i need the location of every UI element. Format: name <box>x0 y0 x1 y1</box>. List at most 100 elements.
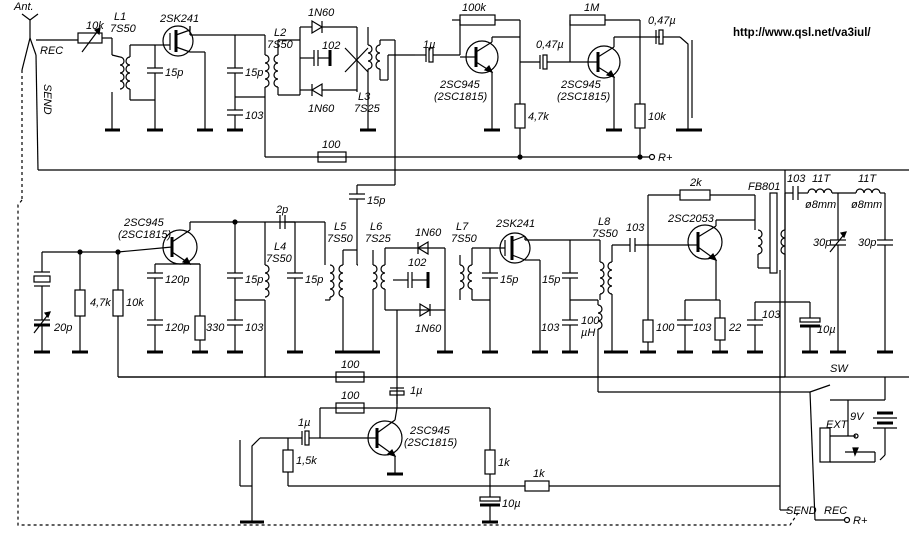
L5-coil-primary <box>329 264 335 298</box>
send-b-label: SEND <box>786 505 817 517</box>
L3-label: L3 <box>358 91 371 103</box>
R-plus-a-label: R+ <box>658 152 673 164</box>
antenna-symbol <box>21 13 39 38</box>
C-15p-f-label: 15p <box>500 274 518 286</box>
C-30p-b-label: 30p <box>858 237 876 249</box>
antenna-rec-label: REC <box>40 45 63 57</box>
C-103-d-label: 103 <box>245 322 264 334</box>
Q6-label: 2SC2053 <box>667 213 715 225</box>
L6-label: L6 <box>370 221 383 233</box>
antenna-label: Ant. <box>13 1 34 13</box>
antenna-switch <box>21 37 39 200</box>
L4-coil <box>264 264 270 298</box>
R-1M <box>569 14 606 26</box>
C-15p-d-label: 15p <box>245 274 263 286</box>
R-330 <box>194 315 206 341</box>
L5-label: L5 <box>334 221 347 233</box>
C-103-a-label: 103 <box>245 110 264 122</box>
R-1M-label: 1M <box>584 2 600 14</box>
Q1-label: 2SK241 <box>159 13 199 25</box>
V9-label: 9V <box>850 411 865 423</box>
audio-output-jack <box>679 36 689 118</box>
Q1-transistor <box>162 25 194 57</box>
R-100-a <box>317 151 347 163</box>
L7-coil-secondary <box>467 264 473 290</box>
L7-label: L7 <box>456 221 469 233</box>
Q3-alt-label: (2SC1815) <box>557 91 611 103</box>
R-1k5-label: 1,5k <box>296 455 317 467</box>
C-103-c-label: 103 <box>787 173 806 185</box>
L2-label: L2 <box>274 27 286 39</box>
C-15p-a-label: 15p <box>165 67 183 79</box>
R-1k-a-label: 1k <box>498 457 510 469</box>
Q3-label: 2SC945 <box>560 79 602 91</box>
D4-diode <box>419 302 432 318</box>
R-330-label: 330 <box>206 322 225 334</box>
Q4-alt-label: (2SC1815) <box>118 229 172 241</box>
C-103-e-label: 103 <box>541 322 560 334</box>
C-120p-b-label: 120p <box>165 322 189 334</box>
Q2-label: 2SC945 <box>439 79 481 91</box>
R-100-d-label: 100 <box>341 390 360 402</box>
R-plus-b-label: R+ <box>853 515 868 527</box>
L3-coil-secondary <box>375 44 381 70</box>
antenna-send-label: SEND <box>41 84 53 115</box>
FB801-coil-a <box>757 229 763 255</box>
d8mm-b-label: ø8mm <box>851 199 882 211</box>
L8-coil-secondary <box>607 261 613 295</box>
D2-label: 1N60 <box>308 103 335 115</box>
EXT-label: EXT <box>826 419 849 431</box>
R-22 <box>714 317 726 341</box>
C-30p-a-label: 30p <box>813 237 831 249</box>
R-1k-b-label: 1k <box>533 468 545 480</box>
C-2p-label: 2p <box>275 204 288 216</box>
crystal <box>33 275 51 283</box>
Q5-transistor <box>499 232 531 264</box>
url-text: http://www.qsl.net/va3iul/ <box>733 27 871 39</box>
R-22-label: 22 <box>728 322 741 334</box>
C-102-a-label: 102 <box>322 40 340 52</box>
D3-label: 1N60 <box>415 227 442 239</box>
R-4k7-a-label: 4,7k <box>528 111 549 123</box>
C-047-b-label: 0,47µ <box>648 15 676 27</box>
C-103-f-label: 103 <box>693 322 712 334</box>
D1-label: 1N60 <box>308 7 335 19</box>
C-1u-c <box>304 430 310 446</box>
C-15p-b-label: 15p <box>245 67 263 79</box>
pot-10k-label: 10k <box>86 20 104 32</box>
C-1u-b-label: 1µ <box>410 385 422 397</box>
R-10k-a <box>634 103 646 129</box>
C-1u-c-label: 1µ <box>298 417 310 429</box>
L8-type: 7S50 <box>592 228 619 240</box>
C-20p-label: 20p <box>53 322 72 334</box>
C-103-b-label: 103 <box>626 222 645 234</box>
L3-type: 7S25 <box>354 103 381 115</box>
L5-type: 7S50 <box>327 233 354 245</box>
C-15p-c-label: 15p <box>367 195 385 207</box>
L-11T-a-coil <box>807 188 833 194</box>
L1-coil-secondary <box>125 56 131 90</box>
L2-coil-primary <box>264 54 270 88</box>
C-10u-b-label: 10µ <box>502 498 521 510</box>
R-1k-a <box>484 449 496 475</box>
R-4k7-b-label: 4,7k <box>90 297 111 309</box>
L-11T-b-label: 11T <box>858 173 877 185</box>
C-15p-g-label: 15p <box>542 274 560 286</box>
C-10u-a-label: 10µ <box>817 324 836 336</box>
L1-coil-primary <box>119 56 125 90</box>
R-100-b-label: 100 <box>656 322 675 334</box>
R-1k5 <box>282 449 294 473</box>
R-1k-b <box>524 480 550 492</box>
R-100k <box>459 14 496 26</box>
L2-coil-secondary <box>273 54 279 88</box>
R-100-c <box>335 371 365 383</box>
L8-label: L8 <box>598 216 611 228</box>
L-11T-b-coil <box>855 188 881 194</box>
R-4k7-a <box>514 103 526 129</box>
L6-coil-primary <box>372 264 378 290</box>
L8-coil-primary <box>599 261 605 295</box>
L-100uH <box>597 304 603 330</box>
Q2-alt-label: (2SC1815) <box>434 91 488 103</box>
D2-diode <box>310 82 323 98</box>
